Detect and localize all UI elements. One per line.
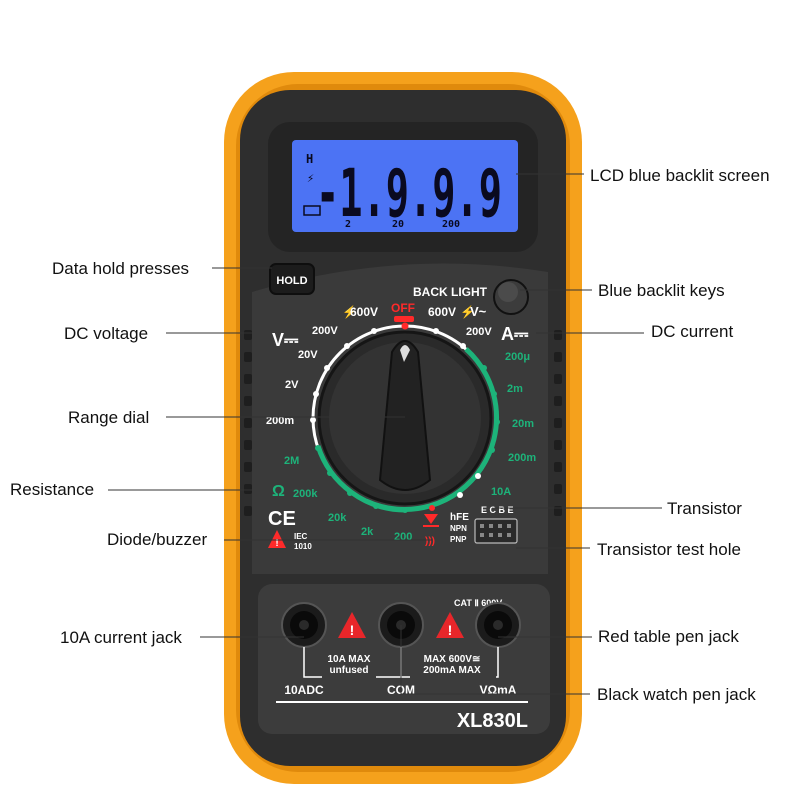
jack-note-right-1: MAX 600V≅ <box>424 654 481 665</box>
dial-position-dots <box>310 322 500 513</box>
svg-text:!: ! <box>350 622 355 638</box>
diode-buzzer-icon: ))) <box>423 514 439 547</box>
dial-label-600v-right: 600V <box>428 305 456 319</box>
jack-note-right-2: 200mA MAX <box>423 665 481 676</box>
callout-backlight-key: Blue backlit keys <box>598 281 725 300</box>
dial-label-20m: 20m <box>512 418 534 430</box>
model-label: XL830L <box>457 710 528 732</box>
npn-label: NPN <box>450 524 467 533</box>
dial-label-2v: 2V <box>285 379 299 391</box>
lcd-scale-2: 2 <box>345 219 351 230</box>
dial-label-vac: V~ <box>470 304 487 319</box>
dial-label-adc: A⎓ <box>501 324 529 344</box>
svg-text:))): ))) <box>425 536 435 547</box>
callout-dc-current: DC current <box>651 322 733 341</box>
pnp-label: PNP <box>450 535 467 544</box>
dial-label-20k: 20k <box>328 512 347 524</box>
ohm-symbol: Ω <box>272 483 285 500</box>
dial-label-off: OFF <box>391 301 415 315</box>
callout-transistor: Transistor <box>667 499 742 518</box>
dial-label-200v-left: 200V <box>312 325 338 337</box>
backlight-label: BACK LIGHT <box>413 285 488 299</box>
bolt-icon-right: ⚡ <box>460 305 475 319</box>
dial-label-2k: 2k <box>361 526 374 538</box>
warning-exclamation-small: ! <box>275 538 278 549</box>
dial-label-vdc: V⎓ <box>272 330 299 350</box>
hold-button[interactable] <box>269 263 315 295</box>
warning-icon-right: ! <box>436 612 464 638</box>
callout-lines <box>108 173 662 695</box>
iec-number: 1010 <box>294 542 312 551</box>
hold-button-label: HOLD <box>276 275 307 287</box>
callout-lcd: LCD blue backlit screen <box>590 166 770 185</box>
transistor-socket[interactable] <box>474 518 518 544</box>
lcd-reading: -1.9.9.9 <box>316 155 502 232</box>
lcd-screen <box>292 140 518 232</box>
jack-10a[interactable] <box>281 602 327 648</box>
warning-icon-left: ! <box>338 612 366 638</box>
dial-label-2m: 2m <box>507 383 523 395</box>
svg-text:!: ! <box>448 622 453 638</box>
dial-label-200m-v: 200m <box>266 415 294 427</box>
lcd-scale-20: 20 <box>392 219 404 230</box>
callout-black-jack: Black watch pen jack <box>597 685 756 704</box>
dial-label-20v: 20V <box>298 349 318 361</box>
range-dial-pointer[interactable] <box>378 340 432 491</box>
callout-range-dial: Range dial <box>68 408 149 427</box>
side-grip-right <box>554 330 562 516</box>
off-marker <box>394 316 414 322</box>
hfe-label: hFE <box>450 512 469 523</box>
callout-resistance: Resistance <box>10 480 94 499</box>
jack-note-left-2: unfused <box>330 665 369 676</box>
callout-transistor-hole: Transistor test hole <box>597 540 741 559</box>
transistor-socket-holes <box>480 524 511 537</box>
cat-rating: CAT Ⅱ 600V <box>454 598 502 608</box>
dial-label-200m-a: 200m <box>508 452 536 464</box>
dial-label-200u: 200μ <box>505 351 530 363</box>
jack-label-vma: VΩmA <box>480 683 517 697</box>
callout-diode: Diode/buzzer <box>107 530 208 549</box>
callout-dc-voltage: DC voltage <box>64 324 148 343</box>
side-grip-left <box>244 330 252 516</box>
lcd-hold-indicator: H <box>306 152 313 166</box>
callout-current-jack: 10A current jack <box>60 628 182 647</box>
lcd-bolt-icon: ⚡ <box>307 171 314 185</box>
jack-vma[interactable] <box>475 602 521 648</box>
dial-label-200: 200 <box>394 531 412 543</box>
bolt-icon-left: ⚡ <box>342 305 357 319</box>
jack-label-10adc: 10ADC <box>284 683 324 697</box>
lcd-battery-icon <box>303 205 321 216</box>
dial-label-200v-right: 200V <box>466 326 492 338</box>
iec-label: IEC <box>294 532 308 541</box>
warning-triangle-small <box>268 530 286 548</box>
dial-label-600v-left: 600V <box>350 305 378 319</box>
dial-label-10a: 10A <box>491 486 511 498</box>
ce-mark: CE <box>268 508 296 530</box>
jack-note-left-1: 10A MAX <box>328 654 371 665</box>
ebce-label: E C B E <box>481 505 514 515</box>
lcd-scale-200: 200 <box>442 219 460 230</box>
dial-label-200k: 200k <box>293 488 318 500</box>
callout-red-jack: Red table pen jack <box>598 627 739 646</box>
callout-hold: Data hold presses <box>52 259 189 278</box>
dial-label-2M: 2M <box>284 455 299 467</box>
jack-bracket-right <box>401 647 499 678</box>
